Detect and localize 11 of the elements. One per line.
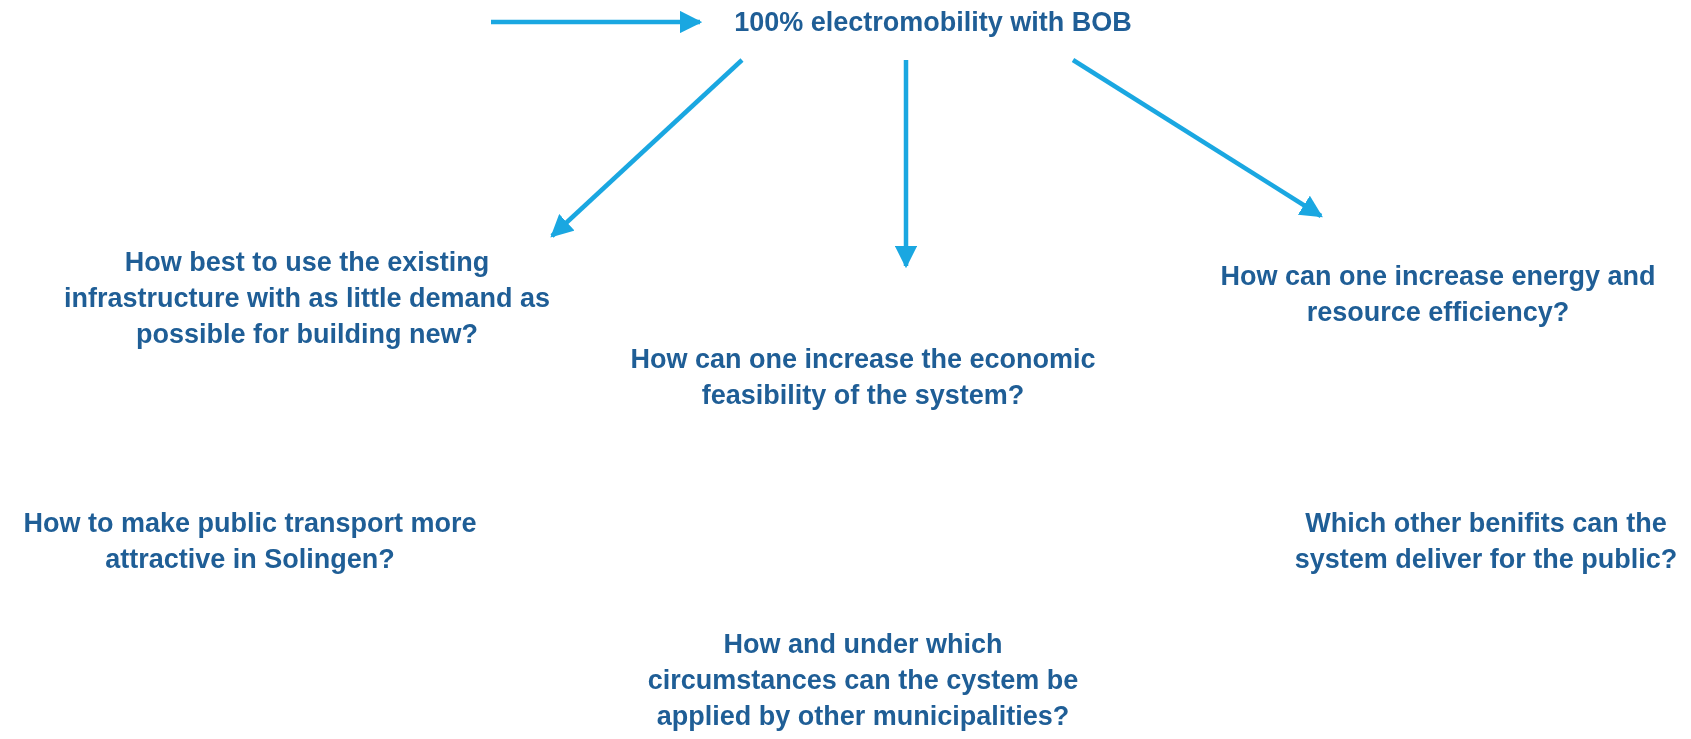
arrow [1071,58,1323,218]
arrow [491,10,703,34]
question-text: How can one increase the economic feasibility of the system? [629,343,1097,412]
question-text: How and under which circumstances can the cystem be applied by other municipalities? [646,628,1080,733]
arrow [550,58,744,238]
question-text: 100% electromobility with BOB [734,6,1132,39]
arrow [894,60,918,269]
question-text: Which other benifits can the system deliver for the public? [1293,507,1679,576]
question-text: How to make public transport more attractive in Solingen? [22,507,478,576]
question-text: How can one increase energy and resource efficiency? [1219,260,1657,329]
question-text: How best to use the existing infrastructure with as little demand as possible for building new? [62,246,552,351]
